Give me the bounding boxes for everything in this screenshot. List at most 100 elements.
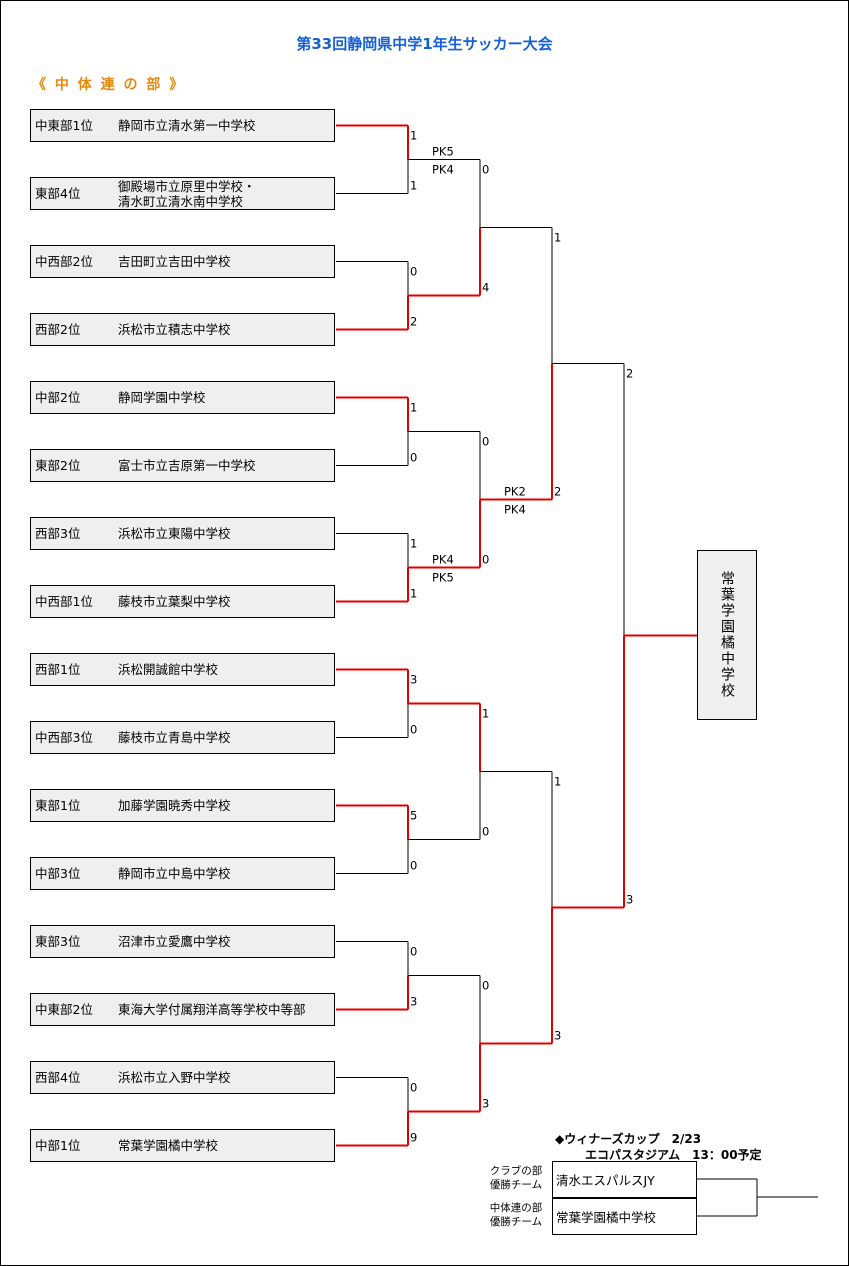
- pk-label: PK2: [504, 485, 526, 499]
- team-rank: 中東部1位: [35, 118, 93, 133]
- team-name-line: 浜松市立積志中学校: [118, 322, 231, 337]
- score-label: 1: [554, 231, 561, 245]
- score-label: 1: [410, 401, 417, 415]
- team-rank: 西部2位: [35, 322, 81, 337]
- team-rank: 中部1位: [35, 1138, 81, 1153]
- score-label: 0: [482, 435, 489, 449]
- score-label: 3: [626, 893, 633, 907]
- score-label: 5: [410, 809, 417, 823]
- team-rank: 中西部3位: [35, 730, 93, 745]
- team-rank: 中部2位: [35, 390, 81, 405]
- team-rank: 東部1位: [35, 798, 81, 813]
- team-name: 東海大学付属翔洋高等学校中等部: [118, 994, 306, 1025]
- chutairen-winner-name: 常葉学園橘中学校: [556, 1210, 657, 1225]
- team-name-line: 藤枝市立青島中学校: [118, 730, 231, 745]
- team-name-line: 静岡学園中学校: [118, 390, 206, 405]
- score-label: 0: [482, 553, 489, 567]
- club-winner-name: 清水エスパルスJY: [556, 1173, 655, 1188]
- team-rank: 東部2位: [35, 458, 81, 473]
- score-label: 0: [410, 451, 417, 465]
- score-label: 0: [410, 265, 417, 279]
- team-box: 西部1位 浜松開誠館中学校: [30, 653, 335, 686]
- team-name-line: 東海大学付属翔洋高等学校中等部: [118, 1002, 306, 1017]
- team-box: 中西部1位藤枝市立葉梨中学校: [30, 585, 335, 618]
- team-name-line: 浜松開誠館中学校: [118, 662, 219, 677]
- team-name-line: 吉田町立吉田中学校: [118, 254, 231, 269]
- team-name-line: 静岡市立中島中学校: [118, 866, 231, 881]
- team-name: 静岡市立清水第一中学校: [118, 110, 256, 141]
- score-label: 0: [482, 979, 489, 993]
- team-name-line: 藤枝市立葉梨中学校: [118, 594, 231, 609]
- score-label: 0: [410, 945, 417, 959]
- team-box: 中西部3位 藤枝市立青島中学校: [30, 721, 335, 754]
- winners-cup-venue: エコパスタジアム 13：00予定: [585, 1148, 762, 1162]
- score-label: 3: [410, 673, 417, 687]
- score-label: 0: [410, 1081, 417, 1095]
- club-label-line2: 優勝チーム: [489, 1179, 543, 1191]
- score-label: 2: [410, 315, 417, 329]
- team-box: 中東部2位 東海大学付属翔洋高等学校中等部: [30, 993, 335, 1026]
- team-rank: 中東部2位: [35, 1002, 93, 1017]
- winners-cup-title: ◆ウィナーズカップ 2/23: [555, 1132, 702, 1146]
- team-name: 浜松市立東陽中学校: [118, 518, 231, 549]
- team-name: 吉田町立吉田中学校: [118, 246, 231, 277]
- score-label: 0: [482, 163, 489, 177]
- team-name: 浜松市立入野中学校: [118, 1062, 231, 1093]
- pk-label: PK5: [432, 145, 454, 159]
- team-name-line: 浜松市立東陽中学校: [118, 526, 231, 541]
- score-label: 0: [410, 723, 417, 737]
- chutairen-winner-box: 常葉学園橘中学校: [552, 1198, 697, 1235]
- score-label: 0: [410, 859, 417, 873]
- team-name: 静岡市立中島中学校: [118, 858, 231, 889]
- score-label: 1: [410, 537, 417, 551]
- pk-label: PK5: [432, 571, 454, 585]
- team-rank: 東部3位: [35, 934, 81, 949]
- team-name: 沼津市立愛鷹中学校: [118, 926, 231, 957]
- team-rank: 中部3位: [35, 866, 81, 881]
- club-winner-box: 清水エスパルスJY: [552, 1161, 697, 1198]
- team-name: 浜松開誠館中学校: [118, 654, 218, 685]
- team-box: 東部2位 富士市立吉原第一中学校: [30, 449, 335, 482]
- team-name: 静岡学園中学校: [118, 382, 206, 413]
- team-rank: 西部1位: [35, 662, 81, 677]
- team-name-line: 加藤学園暁秀中学校: [118, 798, 231, 813]
- chutairen-label-line1: 中体連の部: [489, 1202, 543, 1214]
- team-box: 西部2位 浜松市立積志中学校: [30, 313, 335, 346]
- score-label: 1: [482, 707, 489, 721]
- team-box: 中部3位 静岡市立中島中学校: [30, 857, 335, 890]
- team-name-line: 浜松市立入野中学校: [118, 1070, 231, 1085]
- team-rank: 西部3位: [35, 526, 81, 541]
- team-name-line: 沼津市立愛鷹中学校: [118, 934, 231, 949]
- section-title: 《 中 体 連 の 部 》: [32, 77, 186, 93]
- team-name: 御殿場市立原里中学校・清水町立清水南中学校: [118, 178, 256, 209]
- team-box: 中部2位 静岡学園中学校: [30, 381, 335, 414]
- score-label: 2: [626, 367, 633, 381]
- team-name: 浜松市立積志中学校: [118, 314, 231, 345]
- chutairen-label-line2: 優勝チーム: [489, 1216, 543, 1228]
- club-label: クラブの部 優勝チーム: [481, 1164, 551, 1192]
- team-name: 常葉学園橘中学校: [118, 1130, 218, 1161]
- team-box: 中部1位 常葉学園橘中学校: [30, 1129, 335, 1162]
- team-name-line: 常葉学園橘中学校: [118, 1138, 219, 1153]
- team-name: 藤枝市立青島中学校: [118, 722, 231, 753]
- score-label: 1: [410, 129, 417, 143]
- team-box: 西部3位 浜松市立東陽中学校: [30, 517, 335, 550]
- team-name: 加藤学園暁秀中学校: [118, 790, 231, 821]
- score-label: 4: [482, 281, 489, 295]
- champion-name: 常葉学園橘中学校: [719, 571, 735, 699]
- team-box: 中東部1位 静岡市立清水第一中学校: [30, 109, 335, 142]
- score-label: 9: [410, 1131, 417, 1145]
- score-label: 1: [410, 179, 417, 193]
- team-rank: 東部4位: [35, 186, 81, 201]
- chutairen-label: 中体連の部 優勝チーム: [481, 1201, 551, 1229]
- team-box: 東部1位 加藤学園暁秀中学校: [30, 789, 335, 822]
- pk-label: PK4: [432, 553, 454, 567]
- score-label: 2: [554, 485, 561, 499]
- team-box: 中西部2位吉田町立吉田中学校: [30, 245, 335, 278]
- score-label: 3: [482, 1097, 489, 1111]
- score-label: 3: [554, 1029, 561, 1043]
- team-name: 富士市立吉原第一中学校: [118, 450, 256, 481]
- pk-label: PK4: [432, 163, 454, 177]
- team-name-line: 御殿場市立原里中学校・: [118, 178, 256, 194]
